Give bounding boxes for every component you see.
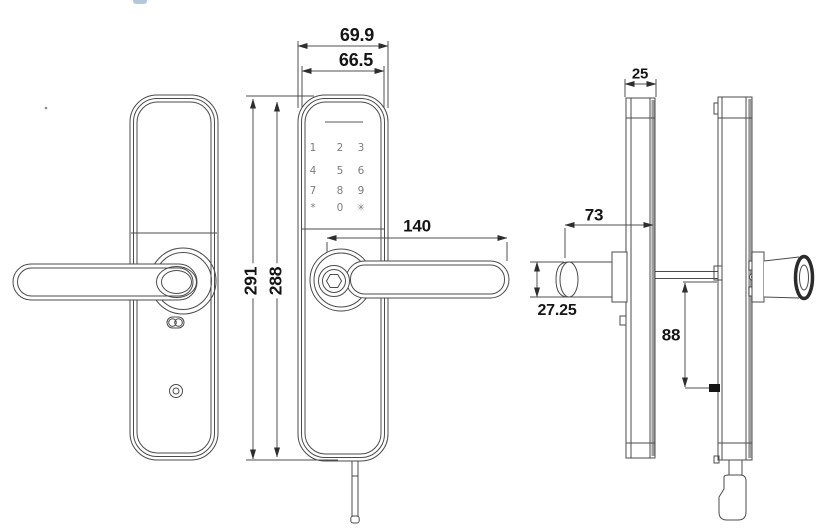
keypad-key-3: 3 (357, 141, 365, 154)
keypad-key-9: 9 (357, 184, 365, 197)
right-handle-flange (751, 251, 765, 303)
fingerprint-knob (318, 265, 350, 297)
keypad-key-4: 4 (309, 164, 317, 177)
left-handle-flange (611, 251, 628, 303)
front-handle (345, 260, 510, 299)
cable-connector (718, 474, 747, 521)
front-view-lock (297, 94, 510, 524)
dim-label-overall-height: 291 (240, 263, 260, 299)
rear-view-lock (12, 94, 219, 461)
dim-label-front-outer-width: 69.9 (339, 25, 375, 45)
left-profile-handle (555, 261, 613, 298)
keypad-key-1: 1 (309, 141, 317, 154)
dim-label-panel-height: 288 (265, 263, 285, 299)
keypad-key-7: 7 (309, 184, 317, 197)
artifact-speck (133, 0, 147, 4)
side-view-lock (555, 96, 815, 521)
rear-handle (12, 263, 198, 301)
dim-label-side-panel-thickness: 25 (631, 65, 649, 83)
keypad-key-6: 6 (357, 164, 365, 177)
keypad-key-5: 5 (336, 164, 344, 177)
dim-label-side-handle-length: 73 (584, 205, 604, 225)
keypad-key-0: 0 (336, 201, 344, 214)
sensor-block (709, 384, 720, 392)
privacy-toggle (166, 316, 185, 329)
screw-hole (169, 384, 183, 398)
privacy-toggle-profile (619, 315, 627, 326)
dim-label-front-inner-width: 66.5 (338, 50, 374, 70)
dim-label-sensor-offset: 88 (661, 325, 681, 345)
dim-label-front-handle-length: 140 (403, 216, 431, 236)
keypad-key-2: 2 (336, 141, 344, 154)
keypad-key-star: * (310, 201, 316, 214)
keypad-key-asterisk: ✳ (357, 202, 365, 214)
dim-label-handle-profile-height: 27.25 (537, 302, 577, 319)
keypad-key-8: 8 (336, 184, 344, 197)
